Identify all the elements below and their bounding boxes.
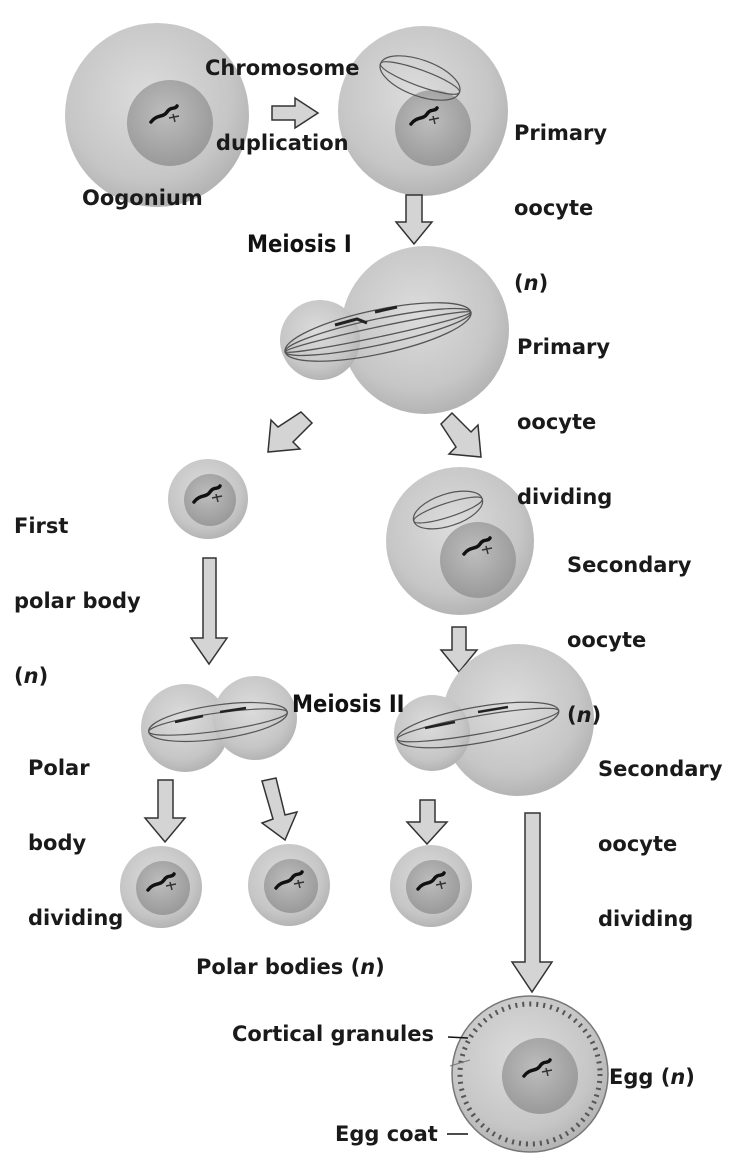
cortical-granules-leader	[448, 1037, 468, 1038]
secondary-oocyte-dividing-label: Secondary oocyte dividing	[598, 707, 722, 957]
arrow-down-slant-icon	[262, 778, 297, 840]
egg-label: Egg (n)	[609, 1065, 695, 1090]
arrow-down-left-icon	[268, 412, 312, 452]
chromosome-duplication-label: Chromosome duplication	[205, 6, 360, 181]
arrow-down-right-icon	[441, 413, 481, 457]
primary-oocyte-label: Primary oocyte (n)	[514, 71, 607, 321]
arrow-down-icon	[407, 800, 447, 844]
egg-coat-label: Egg coat	[335, 1122, 438, 1147]
polar-bodies-label: Polar bodies (n)	[196, 955, 385, 980]
polar-body-cell	[120, 846, 202, 928]
secondary-oocyte-dividing-cell	[394, 644, 594, 796]
polar-body-cell	[248, 844, 330, 926]
arrow-down-long-icon	[512, 813, 552, 992]
egg-cell	[450, 996, 608, 1152]
arrow-down-long-icon	[191, 558, 227, 664]
polar-body-dividing-cell	[141, 676, 297, 772]
first-polar-body-label: First polar body (n)	[14, 464, 141, 714]
oogonium-label: Oogonium	[82, 186, 203, 211]
primary-oocyte-dividing-cell	[280, 246, 509, 414]
meiosis-i-label: Meiosis I	[247, 230, 352, 258]
arrow-down-icon	[396, 195, 432, 244]
polar-body-cell	[390, 845, 472, 927]
polar-body-dividing-label: Polar body dividing	[28, 706, 123, 956]
secondary-oocyte-cell	[386, 467, 534, 615]
primary-oocyte-dividing-label: Primary oocyte dividing	[517, 285, 612, 535]
meiosis-ii-label: Meiosis II	[292, 690, 405, 718]
primary-oocyte-cell	[338, 26, 508, 196]
arrow-down-icon	[145, 780, 185, 842]
cortical-granules-label: Cortical granules	[232, 1022, 434, 1047]
first-polar-body-cell	[168, 459, 248, 539]
